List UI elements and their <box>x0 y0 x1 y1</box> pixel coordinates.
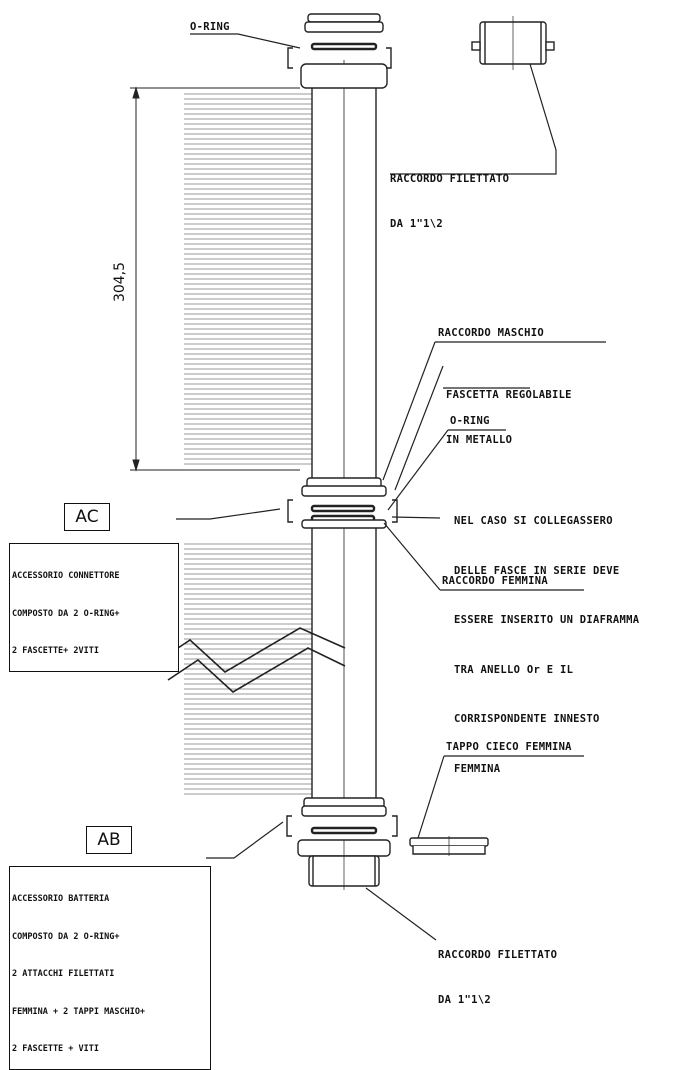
callout-ab-line3: 2 ATTACCHI FILETTATI <box>12 969 115 979</box>
label-fascetta-line2: IN METALLO <box>446 434 513 446</box>
fins-upper <box>184 93 312 465</box>
label-nel-caso-line3: ESSERE INSERITO UN DIAFRAMMA <box>454 614 640 626</box>
label-raccordo-filettato-bottom-line2: DA 1"1\2 <box>438 994 491 1006</box>
label-nel-caso-line1: NEL CASO SI COLLEGASSERO <box>454 515 613 527</box>
technical-drawing <box>130 13 606 941</box>
callout-ac-code: AC <box>64 503 110 531</box>
callout-ac-line3: 2 FASCETTE+ 2VITI <box>12 646 99 656</box>
callout-ac-line1: ACCESSORIO CONNETTORE <box>12 571 120 581</box>
label-raccordo-filettato-bottom-line1: RACCORDO FILETTATO <box>438 949 558 961</box>
break-line <box>159 627 346 693</box>
label-raccordo-femmina: RACCORDO FEMMINA <box>442 575 548 587</box>
top-right-fitting <box>471 16 555 70</box>
label-raccordo-filettato-top-line2: DA 1"1\2 <box>390 218 443 230</box>
callout-ab-note: ACCESSORIO BATTERIA COMPOSTO DA 2 O-RING… <box>9 866 211 1070</box>
label-raccordo-filettato-bottom: RACCORDO FILETTATO DA 1"1\2 <box>438 918 557 1023</box>
label-nel-caso-line6: FEMMINA <box>454 762 501 775</box>
label-raccordo-maschio: RACCORDO MASCHIO <box>438 327 544 339</box>
callout-ab-line5: 2 FASCETTE + VITI <box>12 1044 99 1054</box>
label-fascetta: FASCETTA REGOLABILE IN METALLO <box>446 358 572 463</box>
callout-ab-line4: FEMMINA + 2 TAPPI MASCHIO+ <box>12 1006 146 1017</box>
label-nel-caso-line4: TRA ANELLO Or E IL <box>454 663 574 676</box>
callout-ab-line1: ACCESSORIO BATTERIA <box>12 894 110 904</box>
label-raccordo-filettato-top-line1: RACCORDO FILETTATO <box>390 173 510 185</box>
label-oring-mid: O-RING <box>450 415 490 427</box>
middle-coupling <box>287 477 398 529</box>
label-tappo-cieco: TAPPO CIECO FEMMINA <box>446 741 572 753</box>
top-fitting <box>287 13 392 89</box>
dimension-line <box>130 86 300 472</box>
label-raccordo-filettato-top: RACCORDO FILETTATO DA 1"1\2 <box>390 142 509 247</box>
label-oring-top: O-RING <box>190 21 230 33</box>
label-nel-caso-line5: CORRISPONDENTE INNESTO <box>454 713 600 725</box>
callout-ab-line2: COMPOSTO DA 2 O-RING+ <box>12 931 120 942</box>
main-tube <box>311 60 377 798</box>
label-fascetta-line1: FASCETTA REGOLABILE <box>446 389 572 401</box>
tappo-cieco-cap <box>409 836 489 856</box>
callout-ac-line2: COMPOSTO DA 2 O-RING+ <box>12 608 120 619</box>
fins-lower <box>184 543 312 795</box>
label-nel-caso: NEL CASO SI COLLEGASSERO DELLE FASCE IN … <box>454 480 639 794</box>
callout-ac-note: ACCESSORIO CONNETTORE COMPOSTO DA 2 O-RI… <box>9 543 179 672</box>
leader-lines <box>176 33 606 941</box>
bottom-coupling <box>286 797 398 890</box>
dimension-value: 304,5 <box>112 261 129 303</box>
label-nel-caso-line2: DELLE FASCE IN SERIE DEVE <box>454 564 620 577</box>
callout-ab-code: AB <box>86 826 132 854</box>
